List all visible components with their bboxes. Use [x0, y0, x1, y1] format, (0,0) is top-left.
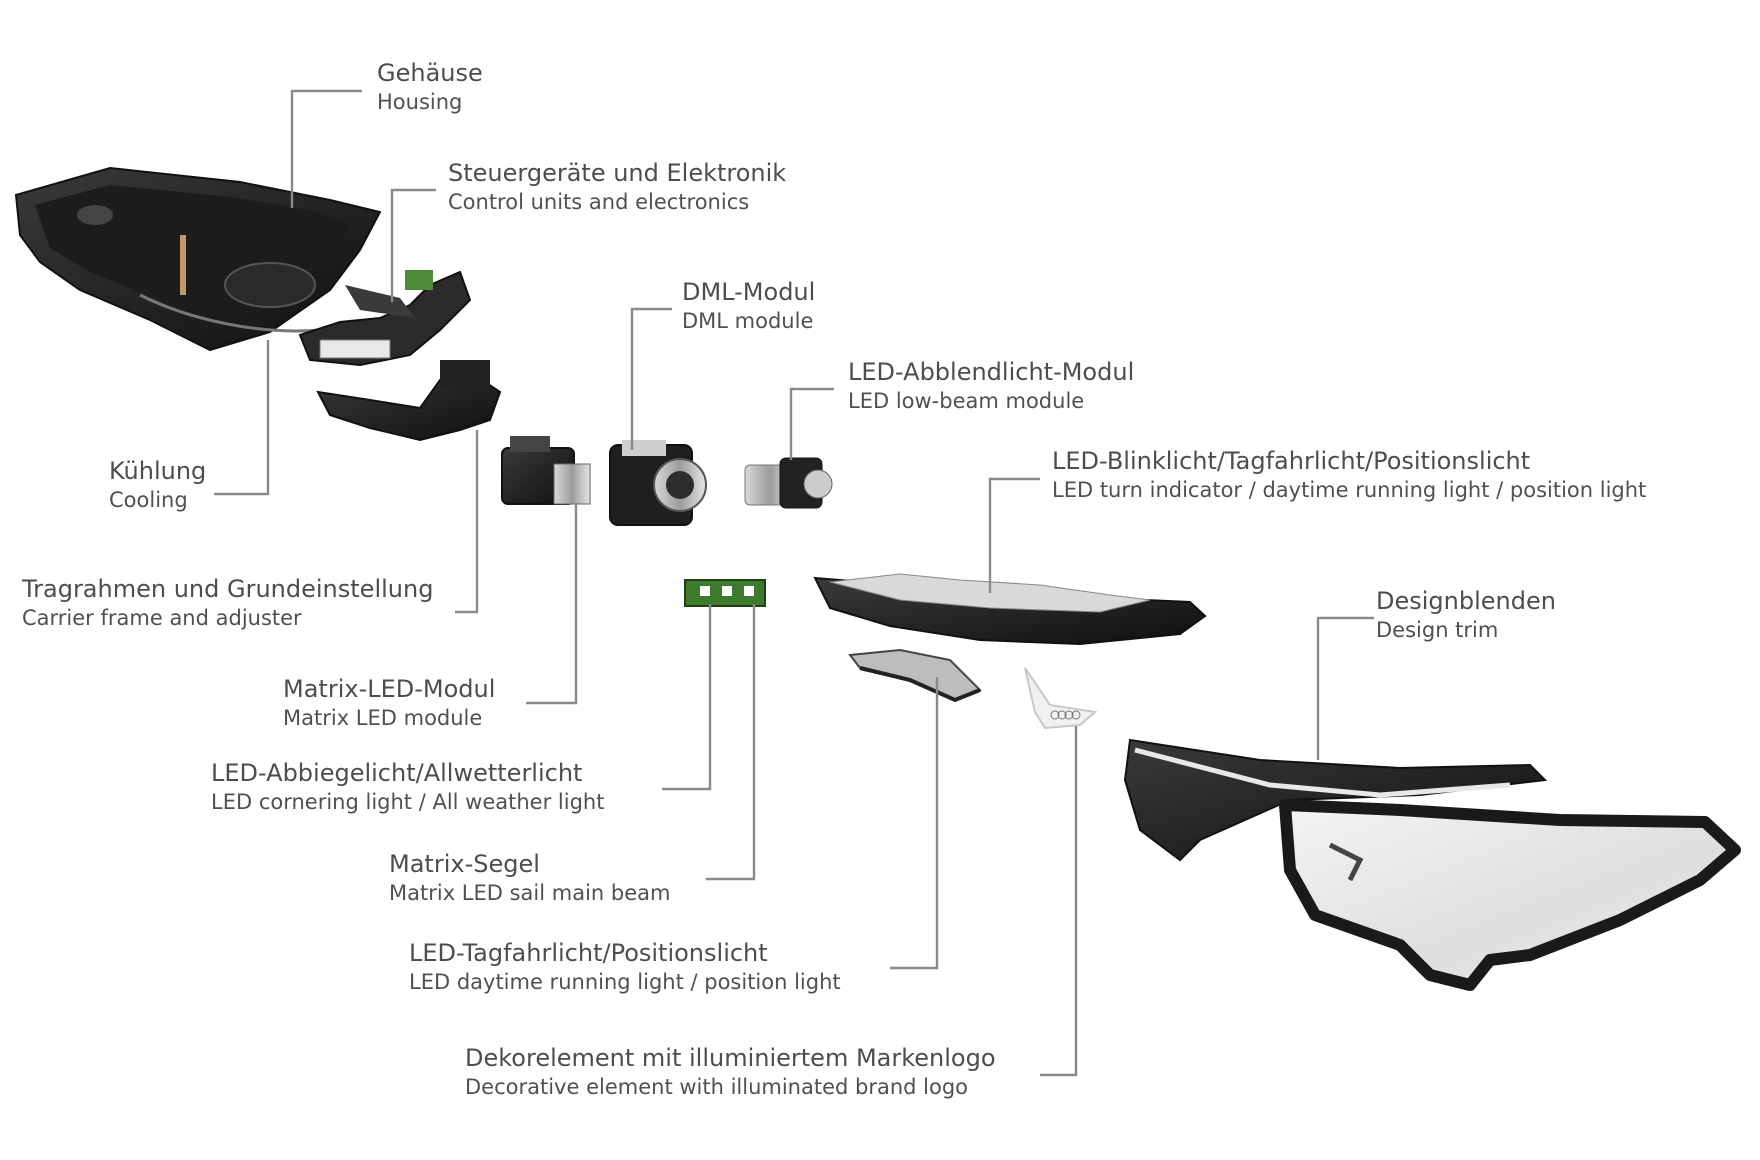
- label-control-units-en: Control units and electronics: [448, 190, 750, 214]
- dml-module-part: [609, 440, 707, 526]
- label-dml-module-de: DML-Modul: [682, 278, 816, 306]
- design-trim-part: [1123, 738, 1548, 862]
- label-matrix-sail-en: Matrix LED sail main beam: [389, 881, 671, 905]
- label-control-units-de: Steuergeräte und Elektronik: [448, 159, 787, 187]
- label-matrix-led: Matrix-LED-Modul Matrix LED module: [283, 674, 495, 732]
- label-dml-module-en: DML module: [682, 309, 814, 333]
- label-cooling-de: Kühlung: [109, 457, 207, 485]
- label-housing: Gehäuse Housing: [377, 58, 483, 116]
- leader-matrix-led: [526, 503, 578, 705]
- decorative-element-part: [1024, 667, 1098, 730]
- label-low-beam-de: LED-Abblendlicht-Modul: [848, 358, 1135, 386]
- label-matrix-sail: Matrix-Segel Matrix LED sail main beam: [389, 849, 670, 907]
- label-low-beam: LED-Abblendlicht-Modul LED low-beam modu…: [848, 357, 1134, 415]
- label-decorative-element: Dekorelement mit illuminiertem Markenlog…: [465, 1043, 996, 1101]
- drl-part: [848, 648, 982, 703]
- leader-carrier-frame: [455, 430, 479, 614]
- label-carrier-frame: Tragrahmen und Grundeinstellung Carrier …: [22, 574, 433, 632]
- control-units-part: [298, 270, 472, 367]
- housing-part: [14, 166, 382, 352]
- label-decorative-element-de: Dekorelement mit illuminiertem Markenlog…: [465, 1044, 996, 1072]
- label-carrier-frame-en: Carrier frame and adjuster: [22, 606, 302, 630]
- label-decorative-element-en: Decorative element with illuminated bran…: [465, 1075, 969, 1099]
- turn-indicator-part: [813, 573, 1207, 646]
- label-housing-de: Gehäuse: [377, 59, 483, 87]
- leader-design-trim: [1316, 616, 1374, 760]
- leader-matrix-sail: [706, 604, 756, 881]
- leader-drl: [890, 677, 939, 970]
- cornering-light-part: [684, 579, 766, 607]
- label-turn-indicator-de: LED-Blinklicht/Tagfahrlicht/Positionslic…: [1052, 447, 1531, 475]
- label-cooling: Kühlung Cooling: [109, 456, 206, 514]
- carrier-frame-part: [316, 360, 502, 442]
- label-housing-en: Housing: [377, 90, 463, 114]
- label-drl-en: LED daytime running light / position lig…: [409, 970, 841, 994]
- leader-control-units: [390, 188, 436, 302]
- label-dml-module: DML-Modul DML module: [682, 277, 815, 335]
- label-cornering-light-en: LED cornering light / All weather light: [211, 790, 605, 814]
- label-low-beam-en: LED low-beam module: [848, 389, 1085, 413]
- leader-dml-module: [630, 307, 672, 450]
- label-drl: LED-Tagfahrlicht/Positionslicht LED dayt…: [409, 938, 841, 996]
- leader-low-beam: [789, 387, 834, 460]
- label-turn-indicator-en: LED turn indicator / daytime running lig…: [1052, 478, 1647, 502]
- leader-decorative-element: [1040, 726, 1078, 1077]
- label-control-units: Steuergeräte und Elektronik Control unit…: [448, 158, 786, 216]
- matrix-led-part: [501, 436, 591, 505]
- leader-cooling: [214, 340, 270, 496]
- lens-part: [1279, 799, 1741, 991]
- leader-housing: [290, 89, 362, 208]
- label-drl-de: LED-Tagfahrlicht/Positionslicht: [409, 939, 768, 967]
- label-cornering-light-de: LED-Abbiegelicht/Allwetterlicht: [211, 759, 583, 787]
- label-cooling-en: Cooling: [109, 488, 188, 512]
- low-beam-part: [744, 457, 833, 509]
- label-matrix-sail-de: Matrix-Segel: [389, 850, 540, 878]
- label-turn-indicator: LED-Blinklicht/Tagfahrlicht/Positionslic…: [1052, 446, 1646, 504]
- leader-cornering-light: [662, 604, 712, 791]
- label-design-trim-de: Designblenden: [1376, 587, 1556, 615]
- label-carrier-frame-de: Tragrahmen und Grundeinstellung: [22, 575, 434, 603]
- label-design-trim-en: Design trim: [1376, 618, 1499, 642]
- label-matrix-led-en: Matrix LED module: [283, 706, 483, 730]
- label-design-trim: Designblenden Design trim: [1376, 586, 1556, 644]
- label-cornering-light: LED-Abbiegelicht/Allwetterlicht LED corn…: [211, 758, 604, 816]
- leader-lines: [214, 89, 1374, 1077]
- leader-turn-indicator: [988, 477, 1040, 593]
- label-matrix-led-de: Matrix-LED-Modul: [283, 675, 496, 703]
